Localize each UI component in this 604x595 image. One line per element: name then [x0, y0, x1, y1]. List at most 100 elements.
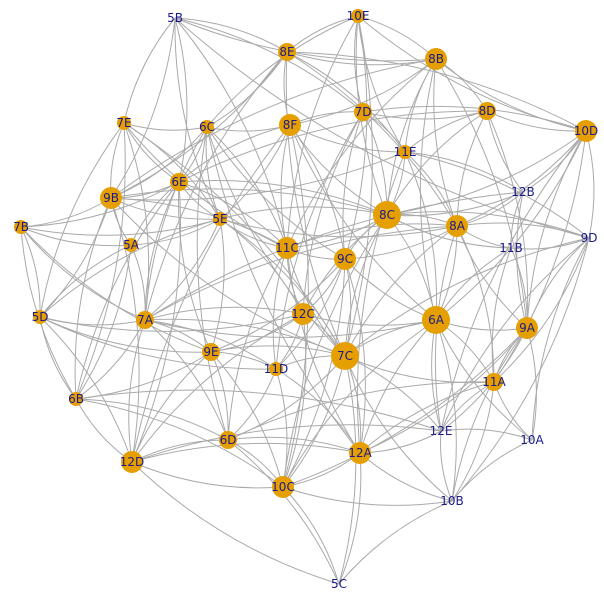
node-5D[interactable]	[33, 310, 47, 324]
edge-5B-5E	[174, 17, 221, 220]
edge-5A-6B	[75, 244, 132, 400]
node-9B[interactable]	[100, 187, 122, 209]
node-8B[interactable]	[425, 48, 447, 70]
edge-12C-10C	[282, 313, 307, 488]
edge-5A-5D	[39, 244, 132, 318]
node-label-8E: 8E	[279, 45, 294, 59]
edge-6C-6D	[196, 126, 229, 441]
node-label-12E: 12E	[430, 424, 453, 438]
edge-7C-10B	[344, 355, 453, 502]
node-12A[interactable]	[349, 442, 371, 464]
edge-10B-5C	[338, 500, 453, 585]
edge-9B-8C	[110, 188, 388, 216]
edge-11D-12A	[275, 368, 361, 454]
node-12C[interactable]	[292, 303, 314, 325]
edge-8F-11C	[280, 124, 291, 249]
node-label-8C: 8C	[379, 208, 395, 222]
edge-7B-5E	[20, 218, 221, 236]
node-9A[interactable]	[516, 317, 538, 339]
edge-11E-12A	[356, 151, 406, 454]
edge-5B-6E	[174, 17, 188, 183]
node-6E[interactable]	[170, 173, 188, 191]
node-6C[interactable]	[200, 120, 214, 134]
node-6D[interactable]	[219, 431, 237, 449]
node-label-9B: 9B	[103, 191, 119, 205]
node-8F[interactable]	[279, 114, 301, 136]
edge-9D-9A	[526, 237, 590, 329]
node-label-5C: 5C	[331, 577, 347, 591]
node-12D[interactable]	[121, 451, 143, 473]
edge-8B-8F	[289, 58, 437, 126]
edge-9E-7C	[210, 345, 346, 357]
node-7D[interactable]	[354, 103, 372, 121]
node-9E[interactable]	[202, 343, 220, 361]
edge-12A-10B	[359, 452, 453, 502]
edge-12B-9A	[516, 191, 528, 329]
edge-8B-9A	[435, 58, 528, 329]
node-11E[interactable]	[398, 145, 412, 159]
node-label-9C: 9C	[337, 252, 353, 266]
edge-9D-12E	[440, 237, 590, 432]
node-8D[interactable]	[478, 102, 496, 120]
node-7B[interactable]	[14, 220, 28, 234]
edge-10E-9C	[344, 15, 368, 260]
node-11C[interactable]	[276, 237, 298, 259]
edge-10E-6C	[206, 15, 359, 128]
node-label-8B: 8B	[428, 52, 444, 66]
node-6B[interactable]	[69, 392, 83, 406]
edge-8A-9D	[456, 222, 590, 239]
edge-11B-11A	[491, 247, 512, 383]
edge-6A-10B	[435, 319, 457, 502]
node-label-5E: 5E	[212, 212, 227, 226]
edge-8E-9B	[110, 51, 288, 199]
edge-7D-12C	[302, 111, 364, 315]
node-5E[interactable]	[213, 212, 227, 226]
node-label-5B: 5B	[167, 11, 183, 25]
edge-6C-7C	[206, 126, 346, 357]
node-10D[interactable]	[575, 120, 597, 142]
node-8C[interactable]	[373, 201, 401, 229]
edge-10A-10B	[451, 439, 533, 502]
node-7A[interactable]	[136, 311, 154, 329]
edge-5B-8E	[174, 17, 288, 53]
node-7E[interactable]	[117, 116, 131, 130]
node-8A[interactable]	[446, 215, 468, 237]
node-11D[interactable]	[269, 362, 283, 376]
edge-9C-12A	[344, 258, 366, 454]
edge-7A-11D	[144, 319, 277, 370]
edge-9A-10B	[451, 327, 528, 502]
node-10E[interactable]	[351, 9, 365, 23]
edge-7D-10D	[362, 105, 587, 132]
edge-10D-9D	[585, 130, 595, 239]
edge-7B-5D	[20, 226, 41, 318]
node-6A[interactable]	[422, 306, 450, 334]
edge-12E-10B	[440, 430, 453, 502]
edge-9E-12D	[131, 351, 212, 463]
edge-9D-7C	[344, 237, 590, 357]
node-5A[interactable]	[124, 238, 138, 252]
node-10C[interactable]	[272, 476, 294, 498]
node-label-12A: 12A	[348, 446, 372, 460]
edge-11E-9B	[110, 151, 406, 201]
edge-5B-8B	[174, 17, 437, 62]
edge-7E-6C	[123, 122, 208, 131]
edge-11E-9D	[404, 151, 590, 239]
edge-8E-10D	[286, 51, 587, 132]
node-9C[interactable]	[334, 248, 356, 270]
edge-7A-12C	[144, 306, 304, 321]
edge-8B-6A	[419, 58, 437, 321]
node-7C[interactable]	[331, 342, 359, 370]
edge-5D-9E	[39, 316, 212, 353]
edge-5E-7A	[144, 218, 221, 321]
edge-11C-6D	[227, 247, 288, 441]
node-11A[interactable]	[485, 373, 503, 391]
node-8E[interactable]	[278, 43, 296, 61]
edge-11E-12B	[404, 151, 524, 193]
edge-11C-8A	[286, 223, 458, 249]
edge-6E-11C	[178, 181, 288, 249]
edge-7B-9E	[20, 226, 212, 353]
edge-layer	[20, 15, 595, 585]
edge-6C-9B	[110, 126, 208, 199]
edge-8D-12B	[486, 110, 524, 193]
